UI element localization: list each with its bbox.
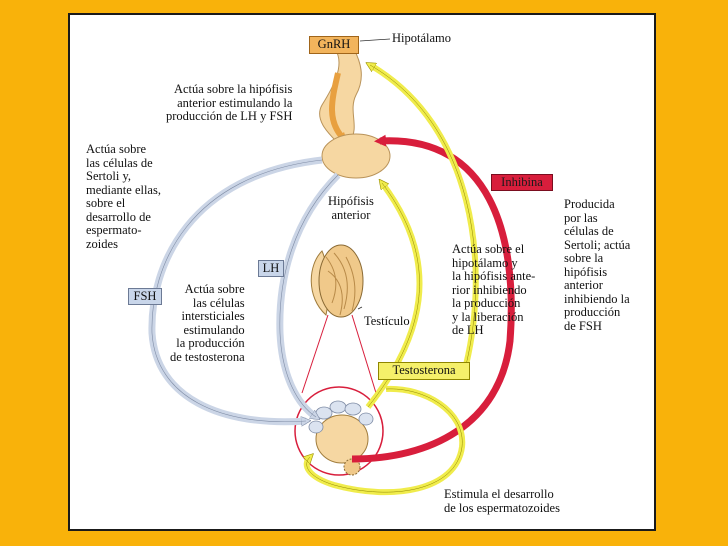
diagram-panel: GnRH Hipotálamo Actúa sobre la hipófisis…: [68, 13, 656, 531]
lh-action-text: Actúa sobre las células intersticiales e…: [170, 282, 245, 364]
hipofisis-label: Hipófisis anterior: [328, 194, 374, 222]
testosterona-action-text: Actúa sobre el hipotálamo y la hipófisis…: [452, 242, 536, 337]
testosterona-box: Testosterona: [378, 362, 470, 380]
estimula-text: Estimula el desarrollo de los espermatoz…: [444, 487, 560, 515]
testiculo-label: Testículo: [364, 314, 410, 328]
diagram-drawing: [148, 38, 515, 496]
hypothalamus-stalk: [319, 48, 362, 142]
fsh-box: FSH: [128, 288, 162, 305]
anterior-pituitary: [321, 133, 391, 179]
inhibina-action-text: Producida por las células de Sertoli; ac…: [564, 197, 631, 333]
gnrh-action-text: Actúa sobre la hipófisis anterior estimu…: [166, 82, 293, 123]
testis-drawing: [310, 244, 364, 318]
gnrh-arrow: [329, 72, 348, 143]
hipotalamo-label: Hipotálamo: [392, 31, 452, 45]
gnrh-box: GnRH: [309, 36, 359, 54]
inhibina-box: Inhibina: [491, 174, 553, 191]
inhibina-arrow: [351, 134, 515, 463]
lh-box: LH: [258, 260, 284, 277]
seminiferous-tubule: [294, 386, 384, 476]
fsh-action-text: Actúa sobre las células de Sertoli y, me…: [86, 142, 161, 251]
